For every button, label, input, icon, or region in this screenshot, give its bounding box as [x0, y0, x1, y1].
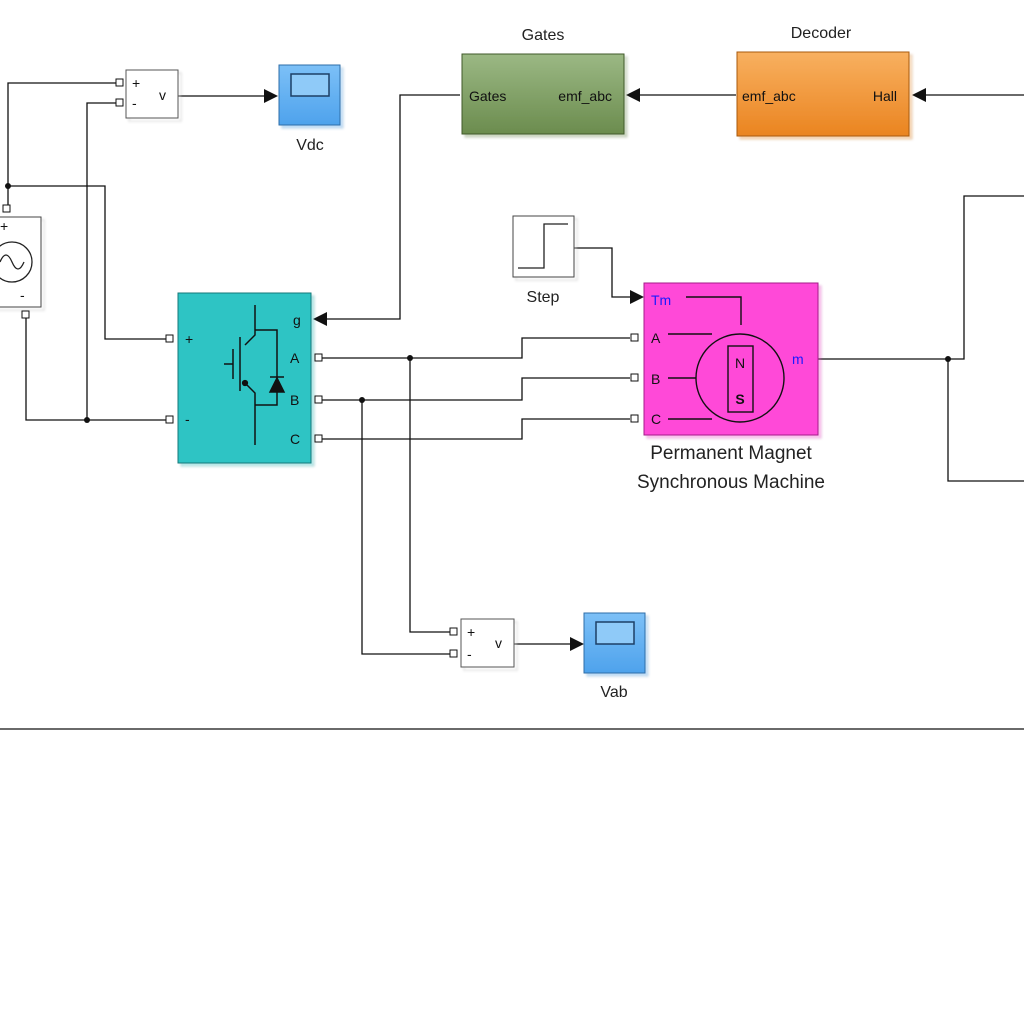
dc-source-minus: -: [20, 287, 25, 303]
dc-source-port-minus[interactable]: [21, 310, 30, 319]
inverter-port-plus[interactable]: [165, 334, 174, 343]
pmsm-label-line2: Synchronous Machine: [637, 472, 825, 493]
vdc-sensor-port-plus[interactable]: [115, 78, 124, 87]
sine-wave-icon: [0, 254, 25, 270]
vab-sensor-port-minus[interactable]: [449, 649, 458, 658]
inverter-plus-label: +: [185, 331, 193, 347]
ac-source-icon: [0, 241, 33, 283]
pmsm-block[interactable]: Tm A B C m N S Permanent Magnet Synchron…: [630, 282, 825, 493]
signal-lines: [0, 82, 1024, 730]
motor-icon: [668, 296, 785, 423]
inverter-minus-label: -: [185, 411, 190, 427]
decoder-in-label: Hall: [873, 88, 897, 104]
vdc-sensor-out-label: v: [159, 87, 166, 103]
step-block[interactable]: Step: [512, 215, 575, 306]
vdc-voltage-sensor-block[interactable]: + - v: [115, 69, 179, 119]
inverter-g-label: g: [293, 312, 301, 328]
vab-sensor-out-label: v: [495, 635, 502, 651]
decoder-block[interactable]: Decoder emf_abc Hall: [736, 25, 910, 137]
inverter-b-label: B: [290, 392, 299, 408]
inverter-a-label: A: [290, 350, 300, 366]
inverter-port-a[interactable]: [314, 353, 323, 362]
vab-scope-block[interactable]: Vab: [583, 612, 646, 701]
vdc-sensor-minus-label: -: [132, 95, 137, 111]
dc-source-plus: +: [0, 218, 8, 234]
gates-block-title: Gates: [522, 27, 565, 44]
pmsm-m-label: m: [792, 351, 804, 367]
pmsm-tm-label: Tm: [651, 292, 671, 308]
step-block-label: Step: [527, 289, 560, 306]
vab-voltage-sensor-block[interactable]: + - v: [449, 618, 515, 668]
inverter-block[interactable]: + - g A B C: [165, 292, 323, 464]
pmsm-port-b[interactable]: [630, 373, 639, 382]
inverter-port-c[interactable]: [314, 434, 323, 443]
vab-sensor-minus-label: -: [467, 646, 472, 662]
pmsm-b-label: B: [651, 371, 660, 387]
vab-scope-label: Vab: [600, 684, 627, 701]
inverter-port-b[interactable]: [314, 395, 323, 404]
vdc-scope-block[interactable]: Vdc: [278, 64, 341, 154]
pmsm-s-pole: S: [735, 391, 744, 407]
gates-out-label: Gates: [469, 88, 506, 104]
gates-block[interactable]: Gates Gates emf_abc: [461, 27, 625, 135]
step-signal-icon: [518, 223, 568, 269]
pmsm-port-c[interactable]: [630, 414, 639, 423]
gates-in-label: emf_abc: [558, 88, 612, 104]
inverter-port-minus[interactable]: [165, 415, 174, 424]
pmsm-c-label: C: [651, 411, 661, 427]
decoder-out-label: emf_abc: [742, 88, 796, 104]
inverter-c-label: C: [290, 431, 300, 447]
vdc-sensor-port-minus[interactable]: [115, 98, 124, 107]
pmsm-n-pole: N: [735, 355, 745, 371]
vab-sensor-plus-label: +: [467, 624, 475, 640]
dc-source-port-plus[interactable]: [2, 204, 11, 213]
vdc-sensor-plus-label: +: [132, 75, 140, 91]
scope-screen-icon: [290, 73, 330, 97]
vdc-scope-label: Vdc: [296, 137, 324, 154]
scope-screen-icon: [595, 621, 635, 645]
arrowheads: [5, 88, 951, 651]
decoder-block-title: Decoder: [791, 25, 852, 42]
pmsm-label-line1: Permanent Magnet: [650, 443, 812, 464]
pmsm-port-a[interactable]: [630, 333, 639, 342]
vab-sensor-port-plus[interactable]: [449, 627, 458, 636]
pmsm-a-label: A: [651, 330, 661, 346]
dc-voltage-source-block[interactable]: + -: [0, 204, 42, 319]
igbt-diode-icon: [224, 305, 286, 445]
